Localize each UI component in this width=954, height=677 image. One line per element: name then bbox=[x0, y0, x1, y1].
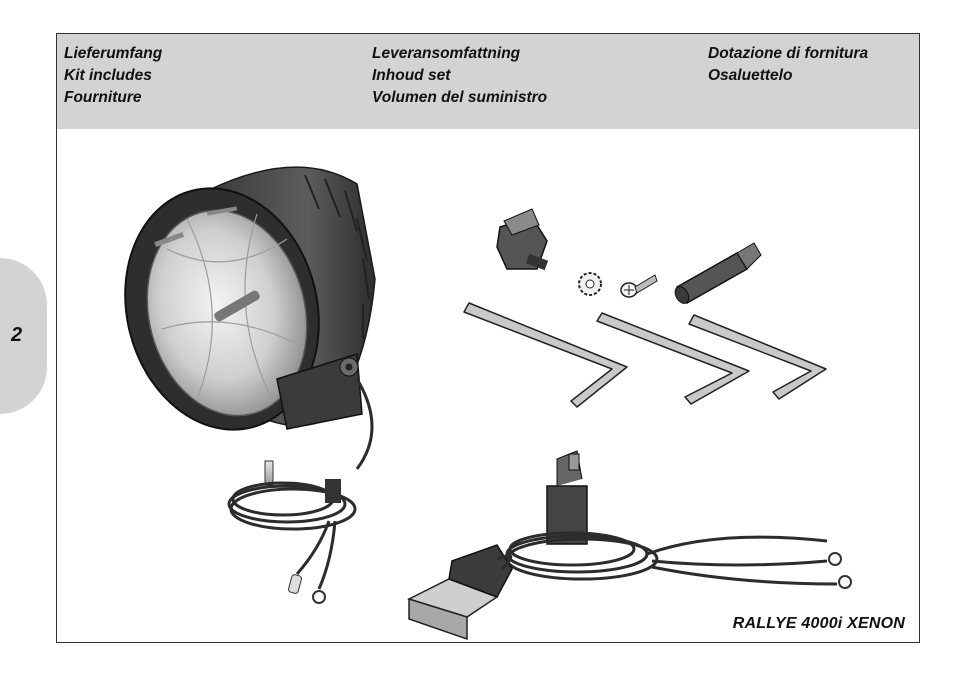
header-column-3: Dotazione di fornitura Osaluettelo bbox=[708, 43, 868, 87]
header-column-1: Lieferumfang Kit includes Fourniture bbox=[64, 43, 162, 109]
bracket-clip-icon bbox=[496, 208, 549, 271]
header-band: Lieferumfang Kit includes Fourniture Lev… bbox=[57, 34, 919, 129]
header-label: Osaluettelo bbox=[708, 67, 793, 84]
relay-harness-icon bbox=[505, 450, 852, 589]
product-name: RALLYE 4000i XENON bbox=[732, 615, 905, 632]
header-label: Dotazione di fornitura bbox=[708, 45, 869, 62]
header-label: Lieferumfang bbox=[64, 45, 163, 62]
header-label: Fourniture bbox=[64, 89, 142, 106]
screw-icon bbox=[620, 274, 658, 298]
header-label: Volumen del suministro bbox=[372, 89, 548, 106]
page-number: 2 bbox=[11, 324, 23, 346]
header-label: Kit includes bbox=[64, 67, 152, 84]
header-label: Leveransomfattning bbox=[372, 45, 521, 62]
connector-icon bbox=[406, 544, 513, 641]
lock-washer-icon bbox=[578, 272, 602, 296]
hex-key-icon bbox=[463, 302, 827, 408]
page-tab bbox=[0, 258, 47, 414]
kit-contents-frame: Lieferumfang Kit includes Fourniture Lev… bbox=[56, 33, 920, 643]
xenon-lamp-icon bbox=[124, 166, 376, 604]
header-label: Inhoud set bbox=[372, 67, 451, 84]
kit-illustration bbox=[124, 166, 852, 641]
header-column-2: Leveransomfattning Inhoud set Volumen de… bbox=[372, 43, 547, 109]
fuse-holder-icon bbox=[674, 242, 762, 305]
